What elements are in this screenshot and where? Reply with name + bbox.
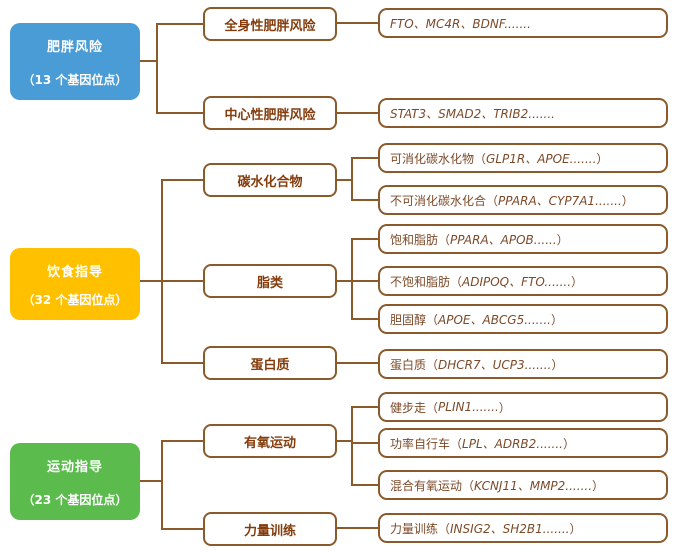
leaf-text: 混合有氧运动（ <box>390 478 475 493</box>
branch-protein: 蛋白质 <box>203 346 337 380</box>
leaf-protein-genes: 蛋白质（DHCR7、UCP3.......） <box>378 349 668 379</box>
leaf-text: 饱和脂肪（ <box>390 232 451 247</box>
leaf-genes: ADIPOQ、FTO....... <box>462 274 572 289</box>
root-subtitle: （23 个基因位点） <box>22 493 128 507</box>
leaf-text: 可消化碳水化物（ <box>390 151 487 166</box>
branch-label: 中心性肥胖风险 <box>224 107 316 123</box>
root-title: 运动指导 <box>46 460 103 475</box>
branch-label: 力量训练 <box>243 523 296 539</box>
leaf-genes: DHCR7、UCP3....... <box>438 357 552 372</box>
leaf-power-cycling: 功率自行车（LPL、ADRB2.......） <box>378 428 668 458</box>
branch-carbohydrate: 碳水化合物 <box>203 163 337 197</box>
leaf-genes: LPL、ADRB2....... <box>462 436 563 451</box>
branch-aerobic-exercise: 有氧运动 <box>203 424 337 458</box>
leaf-genes: APOE、ABCG5....... <box>438 312 551 327</box>
branch-label: 全身性肥胖风险 <box>224 18 316 34</box>
leaf-central-obesity-genes: STAT3、SMAD2、TRIB2....... <box>378 98 668 128</box>
leaf-genes: STAT3、SMAD2、TRIB2....... <box>390 106 555 121</box>
leaf-text: ） <box>551 357 564 372</box>
leaf-genes: PPARA、APOB...... <box>450 232 557 247</box>
leaf-cholesterol: 胆固醇（APOE、ABCG5.......） <box>378 304 668 334</box>
leaf-text: ） <box>550 312 563 327</box>
leaf-genes: KCNJ11、MMP2....... <box>474 478 593 493</box>
branch-whole-body-obesity: 全身性肥胖风险 <box>203 7 337 41</box>
leaf-text: ） <box>571 274 584 289</box>
branch-label: 脂类 <box>256 275 283 291</box>
leaf-unsaturated-fat: 不饱和脂肪（ADIPOQ、FTO.......） <box>378 266 668 296</box>
leaf-text: ） <box>562 436 575 451</box>
branch-label: 碳水化合物 <box>237 174 303 190</box>
leaf-text: 蛋白质（ <box>390 357 439 372</box>
leaf-text: 不饱和脂肪（ <box>390 274 463 289</box>
leaf-whole-body-genes: FTO、MC4R、BDNF....... <box>378 8 668 38</box>
root-title: 饮食指导 <box>46 265 103 280</box>
leaf-saturated-fat: 饱和脂肪（PPARA、APOB......） <box>378 224 668 254</box>
leaf-text: 健步走（ <box>390 400 439 415</box>
leaf-text: ） <box>569 521 582 536</box>
leaf-digestible-carbs: 可消化碳水化物（GLP1R、APOE.......） <box>378 143 668 173</box>
root-title: 肥胖风险 <box>46 40 103 55</box>
leaf-genes: GLP1R、APOE....... <box>486 151 597 166</box>
branch-strength-training: 力量训练 <box>203 512 337 546</box>
leaf-non-digestible-carbs: 不可消化碳水化合（PPARA、CYP7A1.......） <box>378 185 668 215</box>
leaf-genes: PLIN1....... <box>438 400 499 414</box>
leaf-text: 胆固醇（ <box>390 312 439 327</box>
leaf-mixed-aerobic: 混合有氧运动（KCNJ11、MMP2.......） <box>378 470 668 500</box>
root-node-diet-guidance: 饮食指导 （32 个基因位点） <box>10 248 140 320</box>
leaf-strength-training-genes: 力量训练（INSIG2、SH2B1.......） <box>378 513 668 543</box>
branch-central-obesity: 中心性肥胖风险 <box>203 96 337 130</box>
leaf-text: ） <box>498 400 511 415</box>
leaf-text: 不可消化碳水化合（ <box>390 193 499 208</box>
root-subtitle: （13 个基因位点） <box>22 73 128 87</box>
leaf-text: 力量训练（ <box>390 521 451 536</box>
leaf-genes: PPARA、CYP7A1....... <box>498 193 622 208</box>
leaf-text: 功率自行车（ <box>390 436 463 451</box>
root-node-obesity-risk: 肥胖风险 （13 个基因位点） <box>10 23 140 100</box>
leaf-genes: FTO、MC4R、BDNF....... <box>390 16 531 31</box>
branch-label: 有氧运动 <box>243 435 296 451</box>
leaf-text: ） <box>596 151 609 166</box>
leaf-genes: INSIG2、SH2B1....... <box>450 521 570 536</box>
branch-label: 蛋白质 <box>250 357 290 373</box>
leaf-brisk-walking: 健步走（PLIN1.......） <box>378 392 668 422</box>
leaf-text: ） <box>621 193 634 208</box>
root-subtitle: （32 个基因位点） <box>22 293 128 307</box>
leaf-text: ） <box>556 232 569 247</box>
root-node-exercise-guidance: 运动指导 （23 个基因位点） <box>10 443 140 520</box>
branch-lipids: 脂类 <box>203 264 337 298</box>
leaf-text: ） <box>592 478 605 493</box>
